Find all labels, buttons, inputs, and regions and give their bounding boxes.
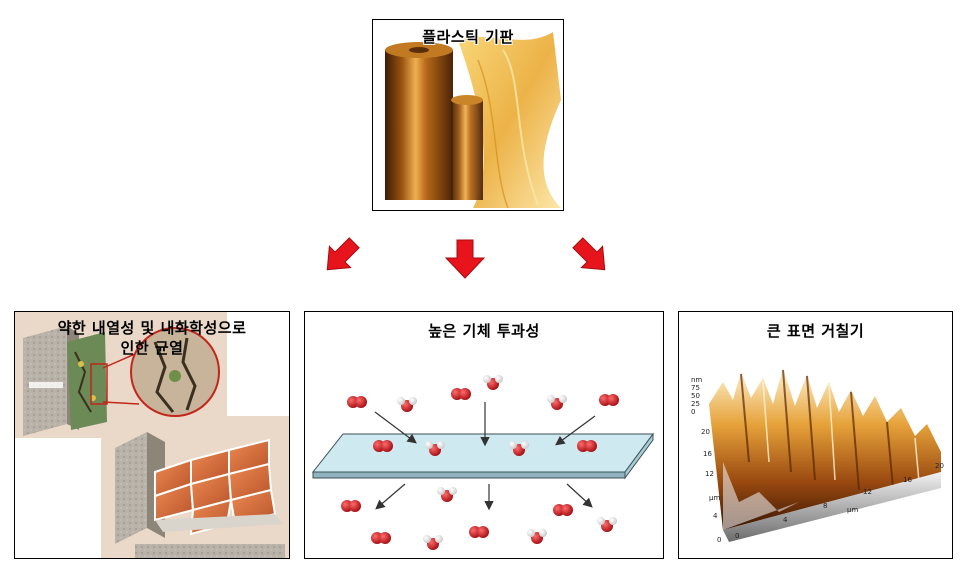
afm-x-tick-12: 12 bbox=[863, 488, 872, 496]
afm-origin-tick: 0 bbox=[717, 536, 721, 544]
crack-title-line1: 약한 내열성 및 내화학성으로 bbox=[57, 319, 247, 337]
gas-permeation-diagram bbox=[311, 375, 654, 550]
afm-y-tick-16: 16 bbox=[703, 450, 712, 458]
gas-permeability-panel: 높은 기체 투과성 bbox=[304, 311, 664, 559]
crack-panel: 약한 내열성 및 내화학성으로 인한 균열 bbox=[14, 311, 290, 559]
afm-y-tick-4: 4 bbox=[713, 512, 718, 520]
afm-surface-plot: nm 75 50 25 0 20 16 12 μm 4 20 16 12 μm … bbox=[691, 368, 944, 544]
gas-permeability-title: 높은 기체 투과성 bbox=[428, 322, 540, 340]
afm-x-unit: μm bbox=[847, 506, 858, 514]
afm-x-tick-4: 4 bbox=[783, 516, 788, 524]
afm-z-tick-0: 0 bbox=[691, 408, 695, 416]
afm-z-tick-25: 25 bbox=[691, 400, 700, 408]
afm-z-tick-75: 75 bbox=[691, 384, 700, 392]
plastic-substrate-title: 플라스틱 기판 bbox=[422, 28, 514, 46]
afm-y-tick-12: 12 bbox=[705, 470, 714, 478]
afm-y-unit: μm bbox=[709, 494, 720, 502]
surface-roughness-title: 큰 표면 거칠기 bbox=[766, 322, 865, 340]
afm-x-tick-16: 16 bbox=[903, 476, 912, 484]
afm-x-tick-0: 0 bbox=[735, 532, 739, 540]
plastic-film-roll-image bbox=[373, 20, 563, 210]
plastic-substrate-panel: 플라스틱 기판 bbox=[372, 19, 564, 211]
crack-panel-title: 약한 내열성 및 내화학성으로 인한 균열 bbox=[15, 318, 289, 358]
crack-title-line2: 인한 균열 bbox=[120, 339, 184, 357]
crack-illustration bbox=[15, 312, 289, 558]
afm-z-unit: nm bbox=[691, 376, 702, 384]
afm-x-tick-20: 20 bbox=[935, 462, 944, 470]
arrow-down-right-icon bbox=[572, 237, 606, 271]
afm-z-tick-50: 50 bbox=[691, 392, 700, 400]
afm-y-tick-20: 20 bbox=[701, 428, 710, 436]
surface-roughness-panel: 큰 표면 거칠기 bbox=[678, 311, 953, 559]
arrow-down-icon bbox=[444, 239, 486, 279]
afm-x-tick-8: 8 bbox=[823, 502, 827, 510]
arrow-down-left-icon bbox=[326, 237, 360, 271]
